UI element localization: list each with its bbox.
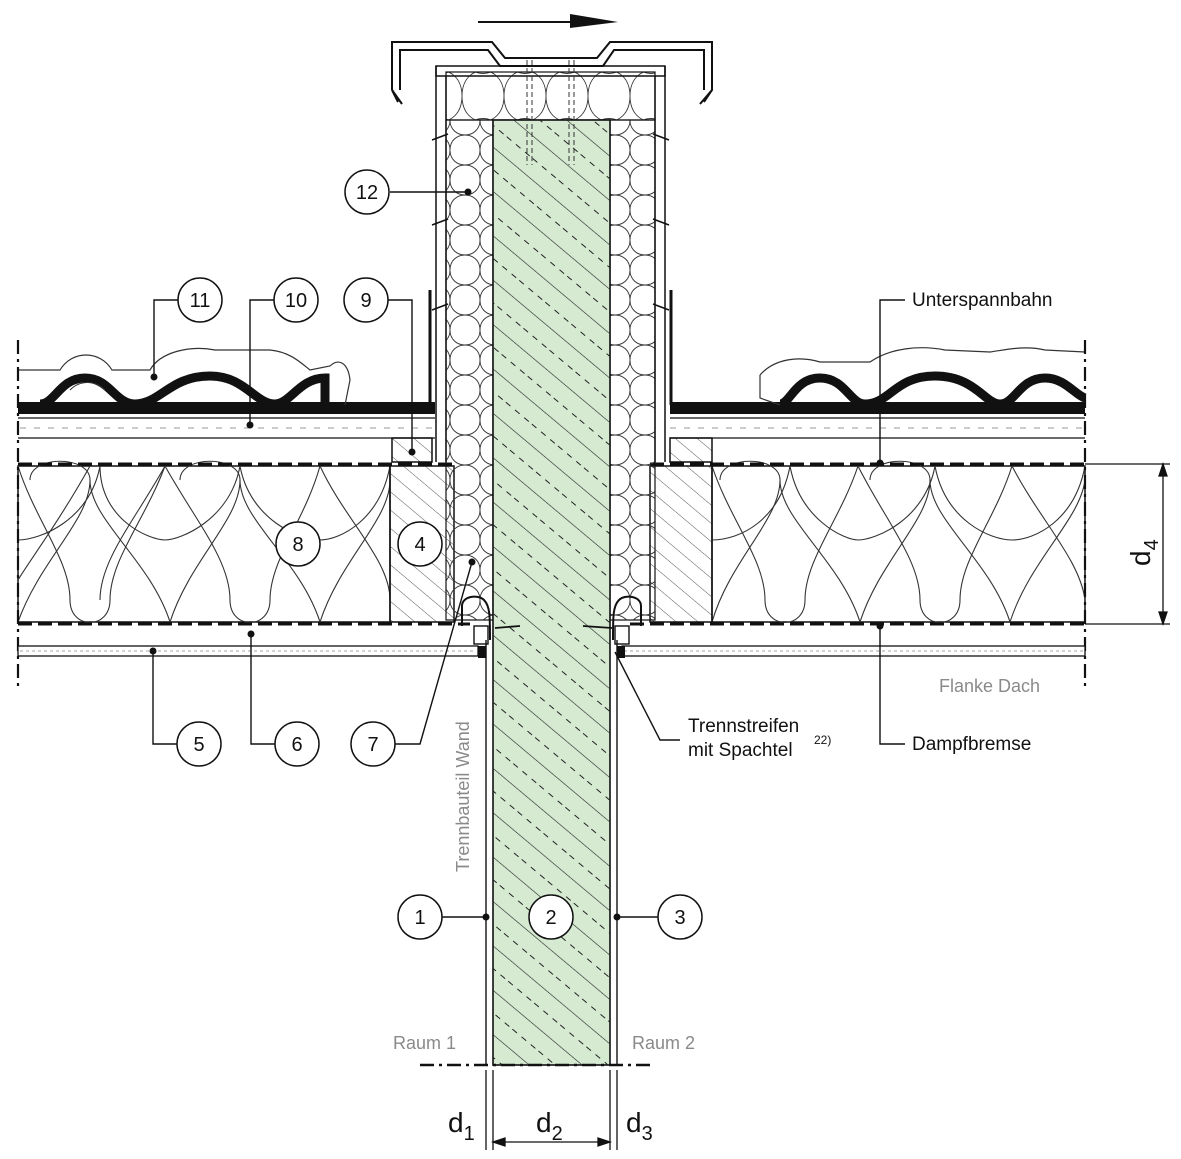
leader-lines <box>152 191 905 918</box>
dimension-d2: d2 <box>536 1107 563 1145</box>
label-dampfbremse: Dampfbremse <box>912 734 1031 755</box>
ceiling-board <box>17 645 1086 657</box>
dimension-lines <box>485 461 1170 1150</box>
roof-insulation-left <box>17 460 391 624</box>
leader-dots <box>149 188 884 921</box>
slope-arrow <box>478 14 618 28</box>
plaster-layers <box>485 640 618 1065</box>
marker-2: 2 <box>545 907 556 929</box>
anchor-pins <box>526 60 575 165</box>
marker-11: 11 <box>190 290 211 312</box>
roof-tiles-left <box>18 347 435 414</box>
marker-5: 5 <box>193 734 204 756</box>
marker-7: 7 <box>367 734 378 756</box>
timber-rafter-right <box>649 465 713 623</box>
label-unterspannbahn: Unterspannbahn <box>912 290 1053 311</box>
marker-4: 4 <box>414 534 425 556</box>
wall-insulation-right <box>609 119 656 621</box>
dimension-d4: d4 <box>1125 539 1163 566</box>
dimension-d3: d3 <box>626 1107 653 1145</box>
marker-8: 8 <box>292 534 303 556</box>
break-lines <box>16 340 1087 690</box>
marker-10: 10 <box>285 290 307 312</box>
roof-tiles-right <box>670 347 1087 414</box>
label-trennstreifen-2: mit Spachtel <box>688 740 793 761</box>
marker-6: 6 <box>291 734 302 756</box>
parapet-cladding <box>428 65 673 462</box>
wall-insulation-top <box>445 71 656 121</box>
marker-12: 12 <box>356 182 378 204</box>
timber-batten-right <box>669 437 713 463</box>
label-flanke-dach: Flanke Dach <box>939 676 1040 696</box>
marker-1: 1 <box>414 907 425 929</box>
roof-insulation-right <box>711 460 1086 624</box>
marker-9: 9 <box>360 290 371 312</box>
label-raum-2: Raum 2 <box>632 1033 695 1053</box>
wall-insulation-left <box>445 119 494 621</box>
dimension-d1: d1 <box>448 1107 475 1145</box>
label-trennstreifen-1: Trennstreifen <box>688 716 799 737</box>
battens-layer <box>18 417 1085 439</box>
ceiling-connection-clips <box>461 595 642 658</box>
label-footnote: 22) <box>814 733 831 747</box>
marker-3: 3 <box>674 907 685 929</box>
screws <box>431 133 670 311</box>
marker-circles <box>176 169 703 940</box>
label-raum-1: Raum 1 <box>393 1033 456 1053</box>
label-trennbauteil-wand: Trennbauteil Wand <box>453 721 473 872</box>
metal-cap <box>391 41 713 105</box>
